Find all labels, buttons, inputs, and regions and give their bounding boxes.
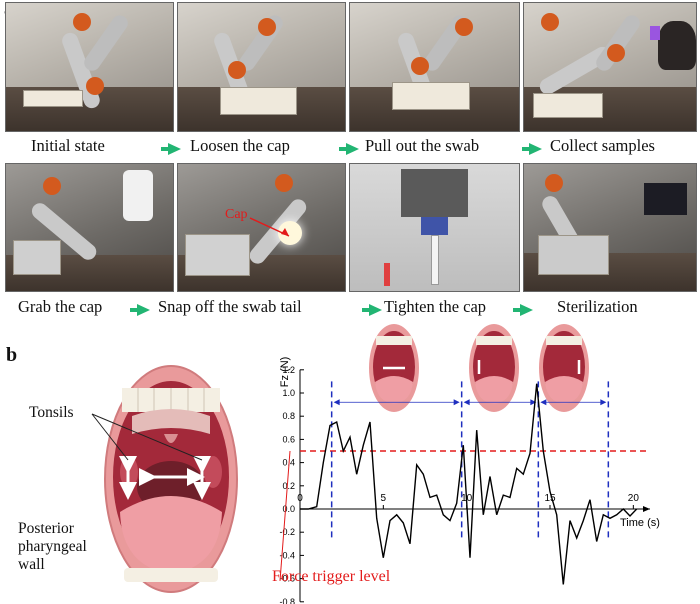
photo-pull-out-swab: [349, 2, 520, 132]
step-label-grab-cap: Grab the cap: [18, 297, 103, 316]
photo-loosen-cap: [177, 2, 346, 132]
phase-span-arrowhead: [540, 399, 547, 406]
phase-span-arrowhead: [600, 399, 607, 406]
x-axis-arrowhead: [643, 506, 650, 512]
photo-snap-off-swab-tail: [177, 163, 346, 292]
step-arrow-2: [339, 143, 359, 155]
phase-span-arrowhead: [530, 399, 537, 406]
phase-span-arrowhead: [333, 399, 340, 406]
y-tick-label: 0.8: [282, 411, 295, 421]
step-label-collect-samples: Collect samples: [550, 136, 655, 155]
photo-initial-state: [5, 2, 174, 132]
tonsils-leader-lines: [91, 413, 203, 461]
tonsils-label: Tonsils: [29, 404, 74, 421]
step-arrow-5: [362, 304, 382, 316]
pharyngeal-wall-label-3: wall: [18, 556, 45, 573]
x-tick-label: 20: [628, 493, 640, 504]
y-axis-label: Fz (N): [279, 357, 291, 388]
y-tick-label: 1.0: [282, 388, 295, 398]
step-label-initial-state: Initial state: [31, 136, 105, 155]
phase-span-arrowhead: [463, 399, 470, 406]
y-tick-label: 0.2: [282, 481, 295, 491]
x-tick-label: 5: [381, 493, 387, 504]
mouth-icon-horizontal-swab: [369, 324, 419, 412]
step-label-tighten-cap: Tighten the cap: [384, 297, 487, 316]
force-chart: -0.8-0.6-0.4-0.20.00.20.40.60.81.01.2051…: [279, 357, 660, 604]
step-label-sterilization: Sterilization: [557, 297, 638, 316]
fz-series-line: [300, 383, 638, 585]
photo-collect-samples: [523, 2, 697, 132]
mouth-icon-right-tonsil: [539, 324, 589, 412]
y-tick-label: 0.0: [282, 504, 295, 514]
x-tick-label: 0: [297, 493, 303, 504]
y-tick-label: -0.2: [279, 527, 295, 537]
pharyngeal-wall-label-1: Posterior: [18, 520, 74, 537]
force-trigger-label: Force trigger level: [272, 568, 391, 585]
mouth-icon-left-tonsil: [469, 324, 519, 412]
panel-b-letter: b: [6, 344, 18, 366]
swab-motion-arrows: [119, 456, 211, 500]
step-label-snap-off-swab-tail: Snap off the swab tail: [158, 297, 302, 316]
step-arrow-1: [161, 143, 181, 155]
y-tick-label: -0.4: [279, 550, 295, 560]
y-tick-label: -0.8: [279, 597, 295, 604]
x-axis-label: Time (s): [620, 517, 660, 529]
pharyngeal-wall-label-2: pharyngeal: [18, 538, 87, 555]
x-tick-label: 15: [544, 493, 556, 504]
y-tick-label: 0.6: [282, 434, 295, 444]
phase-span-arrowhead: [453, 399, 460, 406]
force-trigger-leader: [279, 450, 291, 581]
y-tick-label: 1.2: [282, 365, 295, 375]
step-arrow-6: [513, 304, 533, 316]
step-arrow-4: [130, 304, 150, 316]
photo-sterilization: [523, 163, 697, 292]
step-label-pull-out-swab: Pull out the swab: [365, 136, 480, 155]
y-tick-label: -0.6: [279, 574, 295, 584]
cap-annotation-label: Cap: [225, 207, 248, 222]
step-label-loosen-cap: Loosen the cap: [190, 136, 290, 155]
photo-grab-cap: [5, 163, 174, 292]
cap-annotation-arrow: [249, 217, 290, 237]
step-arrow-3: [522, 143, 542, 155]
photo-tighten-cap: [349, 163, 520, 292]
